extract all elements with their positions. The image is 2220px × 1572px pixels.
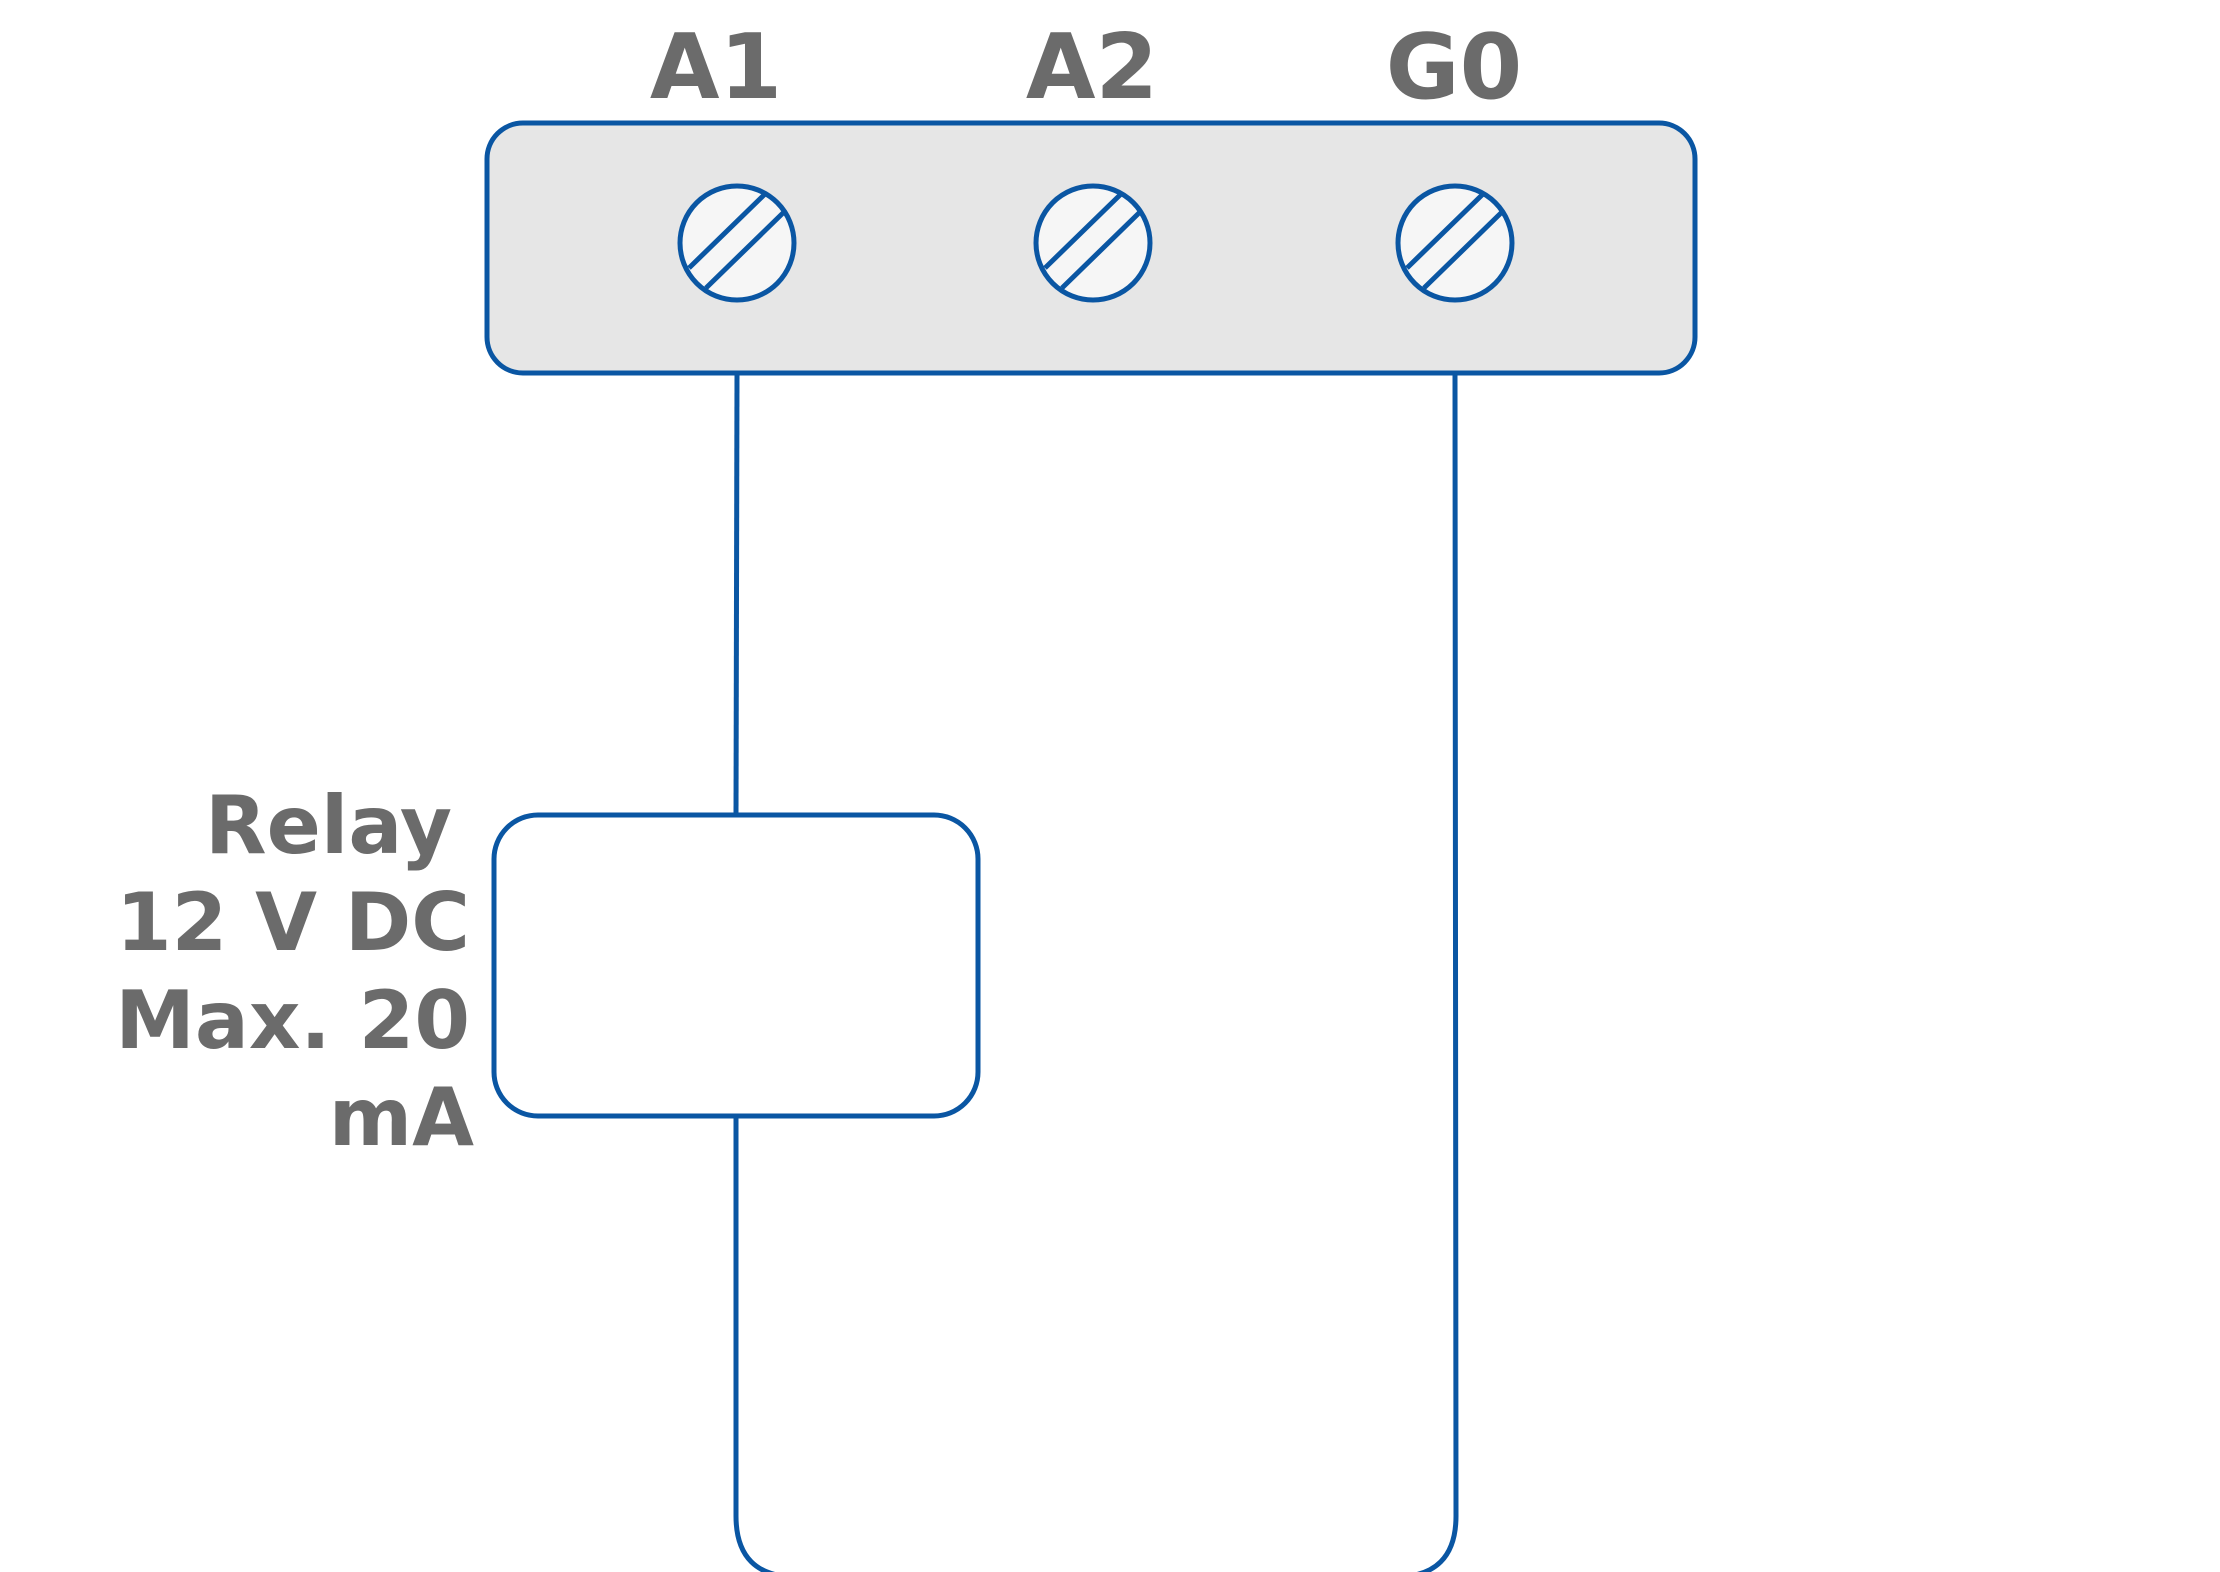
screw-g0-icon: [1395, 183, 1515, 303]
terminal-label-a2: A2: [1026, 15, 1158, 120]
screw-a1-icon: [677, 183, 797, 303]
wire-a1-to-relay: [733, 372, 740, 816]
relay-label-line-1: Relay: [205, 779, 452, 872]
terminal-label-a1: A1: [650, 15, 782, 120]
wire-relay-to-g0: [733, 372, 1459, 1572]
relay-label-line-2: 12 V DC: [116, 876, 470, 969]
relay-box: [491, 812, 981, 1119]
terminal-label-g0: G0: [1386, 15, 1523, 120]
screw-a2-icon: [1033, 183, 1153, 303]
relay-label-line-3: Max. 20: [115, 974, 470, 1067]
relay-label-line-4: mA: [329, 1071, 474, 1164]
